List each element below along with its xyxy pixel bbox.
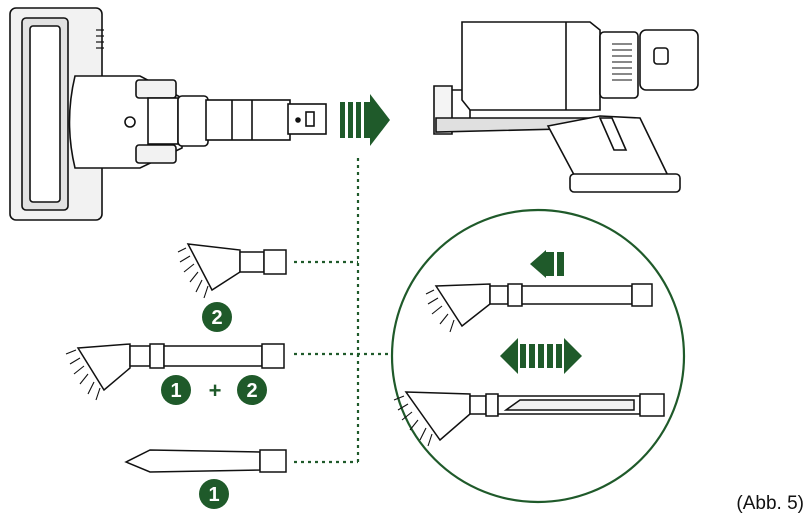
badge-label: 1	[170, 380, 181, 402]
brush-with-tube-icon	[425, 283, 653, 333]
badge-1-middle: 1	[161, 375, 191, 405]
badge-2-top: 2	[202, 302, 232, 332]
connector-lines	[294, 158, 392, 464]
badge-2-middle: 2	[237, 375, 267, 405]
figure-caption: (Abb. 5)	[736, 493, 804, 514]
remove-arrow-icon	[530, 250, 564, 278]
badge-label: 2	[246, 380, 257, 402]
vacuum-handheld-unit-icon	[433, 21, 699, 193]
badge-label: 1	[208, 484, 219, 506]
detail-circle	[390, 208, 686, 504]
brush-with-long-tube-icon	[393, 391, 665, 447]
vacuum-floor-head-icon	[9, 7, 327, 221]
badge-label: 2	[211, 307, 222, 329]
insert-arrow-icon	[340, 94, 390, 146]
badge-1-bottom: 1	[199, 479, 229, 509]
crevice-tool-icon	[124, 449, 287, 473]
plus-sign: +	[209, 378, 222, 403]
extension-tube-icon	[65, 343, 285, 401]
brush-nozzle-icon	[177, 243, 287, 299]
adjust-arrow-icon	[500, 338, 582, 374]
